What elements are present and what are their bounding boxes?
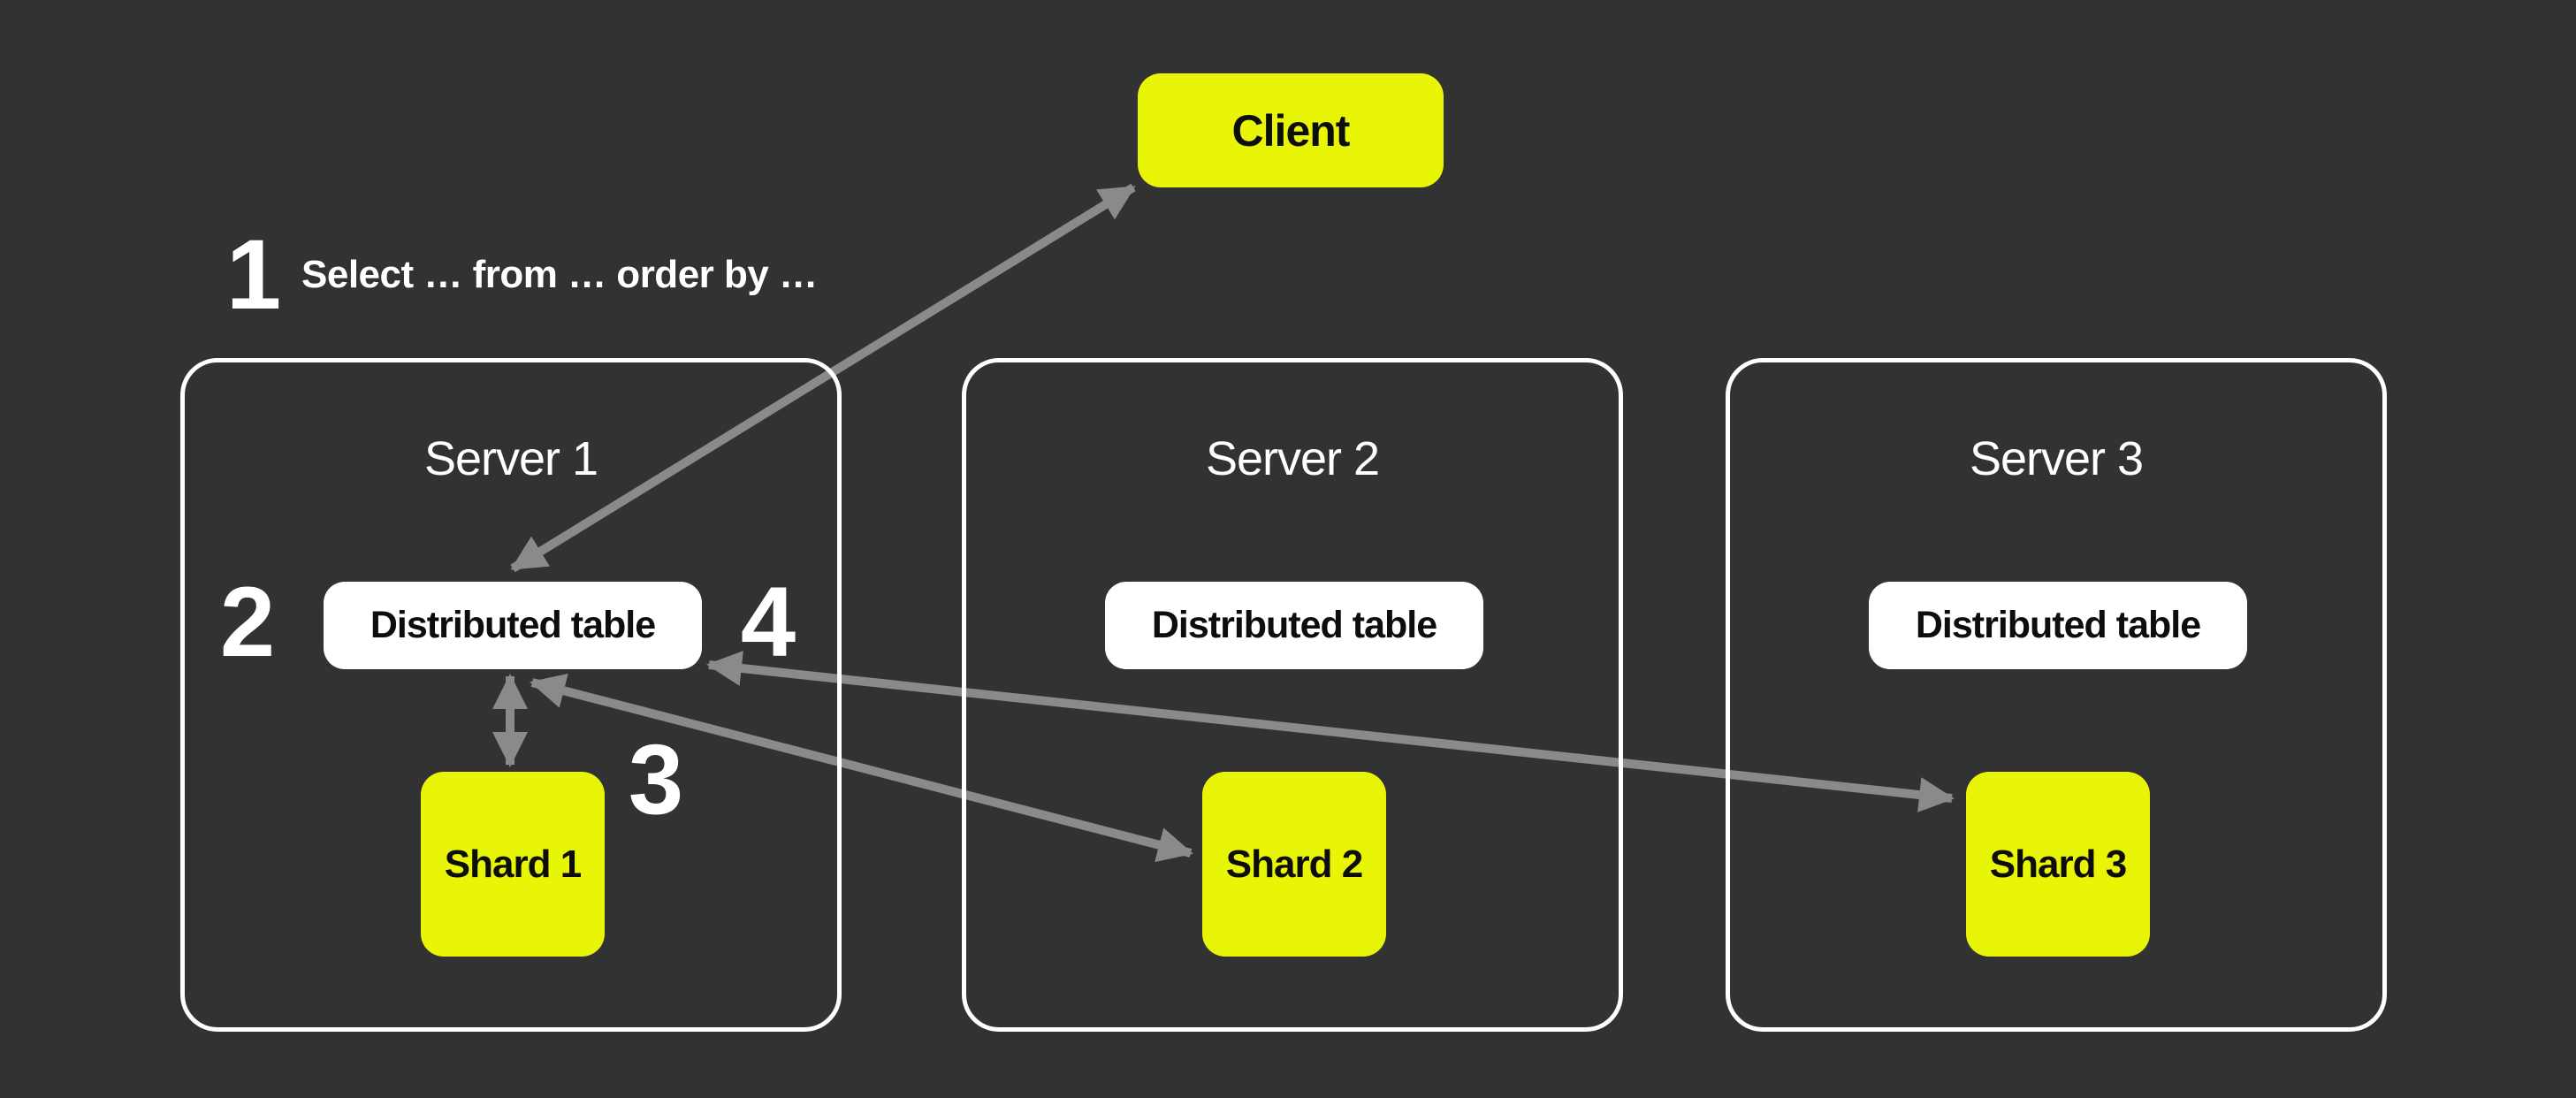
distributed-table-1: Distributed table (324, 582, 702, 669)
arrow-distributed-table-1-to-shard-3 (706, 651, 1955, 812)
shard-3-node: Shard 3 (1966, 772, 2150, 957)
step-1-query-text: Select … from … order by … (301, 253, 818, 296)
step-2-number: 2 (219, 567, 276, 677)
distributed-table-2: Distributed table (1105, 582, 1483, 669)
server-2-title: Server 2 (1205, 432, 1380, 485)
server-1-box: Server 1 Distributed table Shard 1 (180, 358, 842, 1032)
distributed-table-3-label: Distributed table (1915, 604, 2201, 646)
distributed-table-3: Distributed table (1869, 582, 2247, 669)
server-3-box: Server 3 Distributed table Shard 3 (1726, 358, 2387, 1032)
distributed-table-2-label: Distributed table (1151, 604, 1437, 646)
step-4-number: 4 (740, 567, 796, 677)
step-3-number: 3 (628, 724, 684, 835)
client-node: Client (1138, 73, 1444, 187)
shard-1-node: Shard 1 (421, 772, 605, 957)
client-label: Client (1231, 105, 1351, 156)
step-1-number: 1 (225, 219, 282, 330)
distributed-table-1-label: Distributed table (370, 604, 656, 646)
shard-3-label: Shard 3 (1989, 842, 2127, 886)
server-2-box: Server 2 Distributed table Shard 2 (962, 358, 1623, 1032)
shard-2-label: Shard 2 (1225, 842, 1363, 886)
server-3-title: Server 3 (1969, 432, 2144, 485)
shard-2-node: Shard 2 (1202, 772, 1386, 957)
server-1-title: Server 1 (423, 432, 598, 485)
shard-1-label: Shard 1 (444, 842, 582, 886)
